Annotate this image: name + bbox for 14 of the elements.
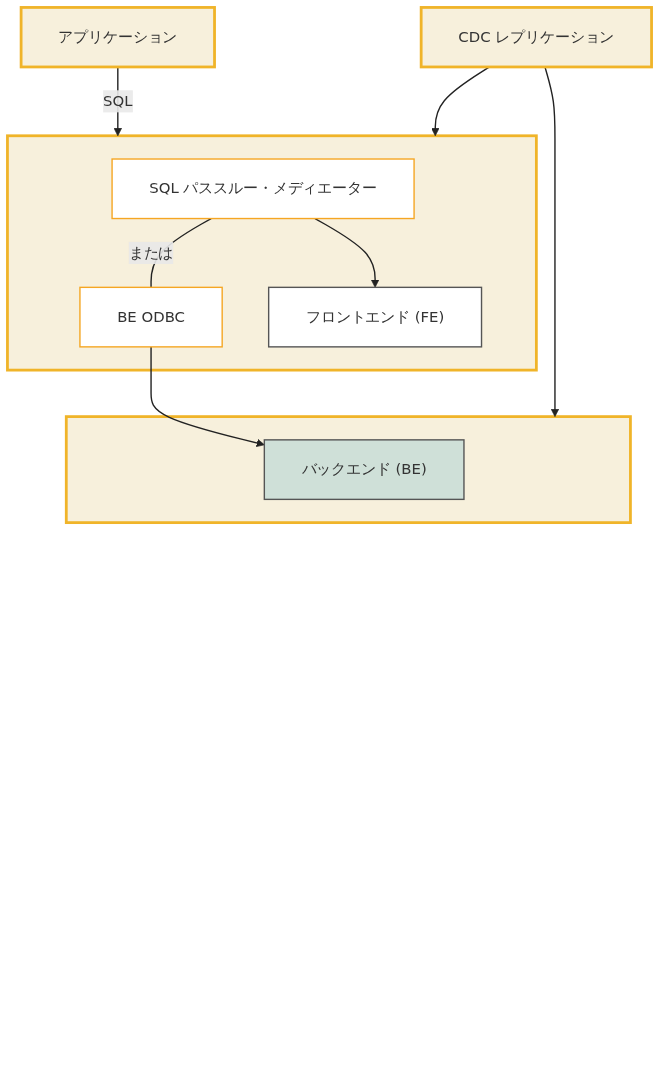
node-box: フロントエンド (FE): [267, 286, 483, 348]
arrow: [544, 66, 560, 417]
arrow: [150, 346, 265, 447]
node-box: BE ODBC: [79, 286, 223, 348]
edge-label: SQL: [103, 92, 133, 110]
node-box: アプリケーション: [19, 6, 216, 69]
node-box: バックエンド (BE): [263, 439, 465, 501]
edge-label: または: [128, 243, 174, 262]
cluster: [64, 415, 632, 524]
node-box: SQL パススルー・メディエーター: [111, 158, 415, 220]
arrow: [314, 217, 380, 288]
cluster: [6, 134, 538, 372]
arrow: [431, 66, 491, 137]
node-box: CDC レプリケーション: [419, 6, 653, 69]
